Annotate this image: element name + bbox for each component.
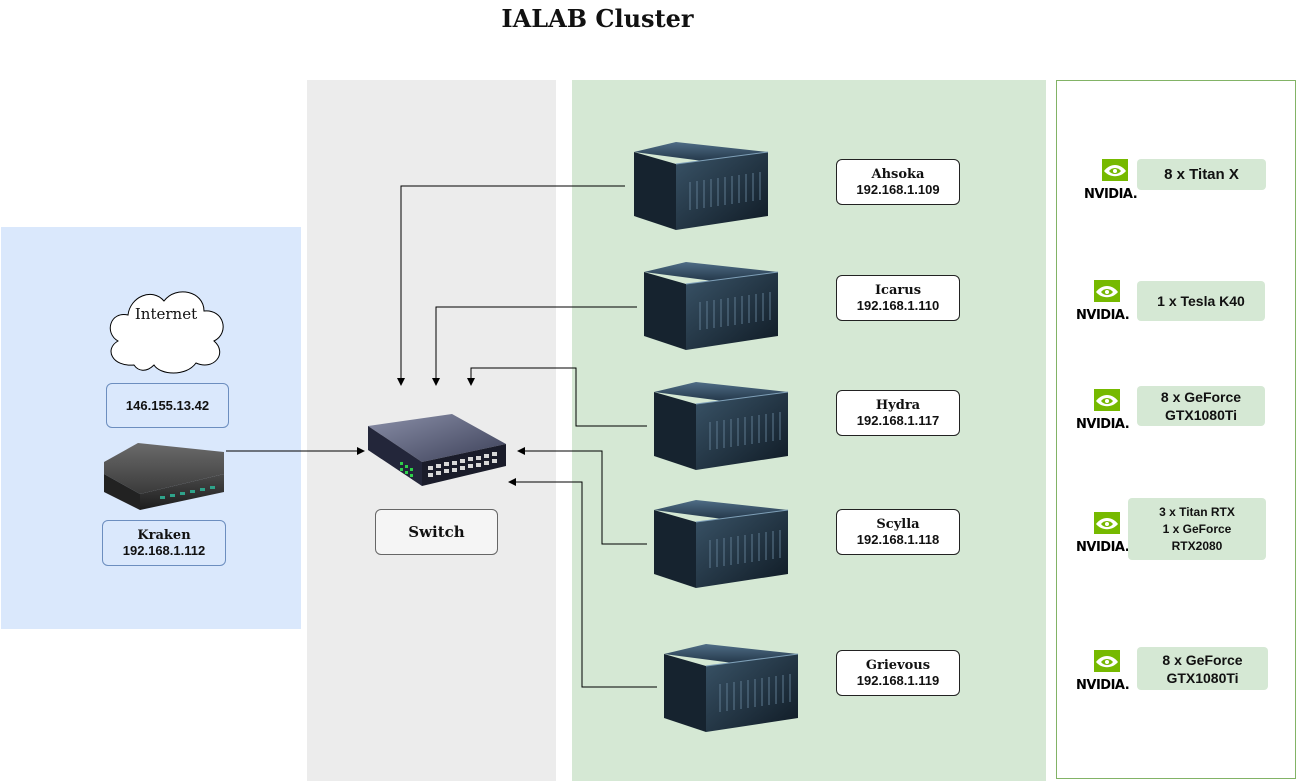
gpu-line: GTX1080Ti bbox=[1166, 669, 1239, 686]
server-ip: 192.168.1.119 bbox=[856, 673, 940, 688]
nvidia-logo-scylla: NVIDIA. bbox=[1076, 510, 1134, 559]
server-box-grievous: Grievous 192.168.1.119 bbox=[836, 650, 960, 696]
server-name: Grievous bbox=[865, 658, 931, 673]
server-icon-hydra bbox=[650, 378, 792, 479]
server-box-hydra: Hydra 192.168.1.117 bbox=[836, 390, 960, 436]
server-name: Icarus bbox=[874, 283, 922, 298]
internet-label: Internet bbox=[134, 305, 198, 323]
public-ip: 146.155.13.42 bbox=[125, 398, 210, 413]
gpu-line: 3 x Titan RTX bbox=[1159, 504, 1235, 519]
nvidia-logo-hydra: NVIDIA. bbox=[1076, 387, 1134, 436]
server-icon-ahsoka bbox=[630, 138, 772, 239]
nvidia-logo-ahsoka: NVIDIA. bbox=[1084, 157, 1142, 206]
server-name: Scylla bbox=[876, 517, 920, 532]
router-icon bbox=[104, 443, 224, 510]
gpu-line: RTX2080 bbox=[1171, 538, 1223, 553]
gpu-line: 8 x GeForce bbox=[1160, 389, 1242, 405]
server-box-ahsoka: Ahsoka 192.168.1.109 bbox=[836, 159, 960, 205]
server-name: Hydra bbox=[875, 398, 921, 413]
link-scylla-switch bbox=[517, 447, 647, 545]
gpu-line: GTX1080Ti bbox=[1164, 407, 1238, 423]
gpu-box-ahsoka: 8 x Titan X bbox=[1137, 159, 1266, 190]
server-icon-icarus bbox=[640, 258, 782, 359]
server-icon-grievous bbox=[660, 640, 802, 741]
gpu-line: 1 x GeForce bbox=[1162, 521, 1232, 536]
svg-text:NVIDIA.: NVIDIA. bbox=[1076, 308, 1129, 322]
nvidia-logo-icarus: NVIDIA. bbox=[1076, 278, 1134, 327]
kraken-box: Kraken 192.168.1.112 bbox=[102, 520, 226, 566]
gpu-box-icarus: 1 x Tesla K40 bbox=[1137, 281, 1265, 321]
kraken-ip: 192.168.1.112 bbox=[122, 543, 206, 558]
server-ip: 192.168.1.118 bbox=[856, 532, 940, 547]
link-hydra-switch bbox=[467, 367, 647, 427]
server-ip: 192.168.1.117 bbox=[856, 413, 940, 428]
switch-icon bbox=[368, 414, 506, 486]
link-icarus-switch bbox=[432, 306, 637, 386]
server-ip: 192.168.1.110 bbox=[856, 298, 940, 313]
server-icon-scylla bbox=[650, 496, 792, 597]
svg-text:NVIDIA.: NVIDIA. bbox=[1084, 187, 1137, 201]
svg-text:NVIDIA.: NVIDIA. bbox=[1076, 417, 1129, 431]
server-name: Ahsoka bbox=[871, 167, 925, 182]
gpu-box-hydra: 8 x GeForce GTX1080Ti bbox=[1137, 386, 1265, 426]
server-ip: 192.168.1.109 bbox=[856, 182, 940, 197]
server-box-scylla: Scylla 192.168.1.118 bbox=[836, 509, 960, 555]
server-box-icarus: Icarus 192.168.1.110 bbox=[836, 275, 960, 321]
link-grievous-switch bbox=[508, 478, 657, 688]
link-ahsoka-switch bbox=[397, 185, 625, 386]
switch-label-text: Switch bbox=[408, 522, 465, 541]
svg-text:NVIDIA.: NVIDIA. bbox=[1076, 678, 1129, 692]
cloud-icon bbox=[109, 291, 224, 374]
gpu-box-scylla: 3 x Titan RTX 1 x GeForce RTX2080 bbox=[1128, 498, 1266, 560]
gpu-line: 8 x GeForce bbox=[1162, 651, 1243, 668]
gpu-line: 1 x Tesla K40 bbox=[1157, 293, 1245, 309]
switch-label: Switch bbox=[375, 509, 498, 555]
gpu-box-grievous: 8 x GeForce GTX1080Ti bbox=[1137, 647, 1268, 690]
diagram-title: IALAB Cluster bbox=[501, 4, 694, 33]
svg-text:NVIDIA.: NVIDIA. bbox=[1076, 540, 1129, 554]
nvidia-logo-grievous: NVIDIA. bbox=[1076, 648, 1134, 697]
kraken-name: Kraken bbox=[137, 528, 191, 543]
gpu-line: 8 x Titan X bbox=[1164, 165, 1239, 183]
public-ip-box: 146.155.13.42 bbox=[106, 383, 229, 428]
